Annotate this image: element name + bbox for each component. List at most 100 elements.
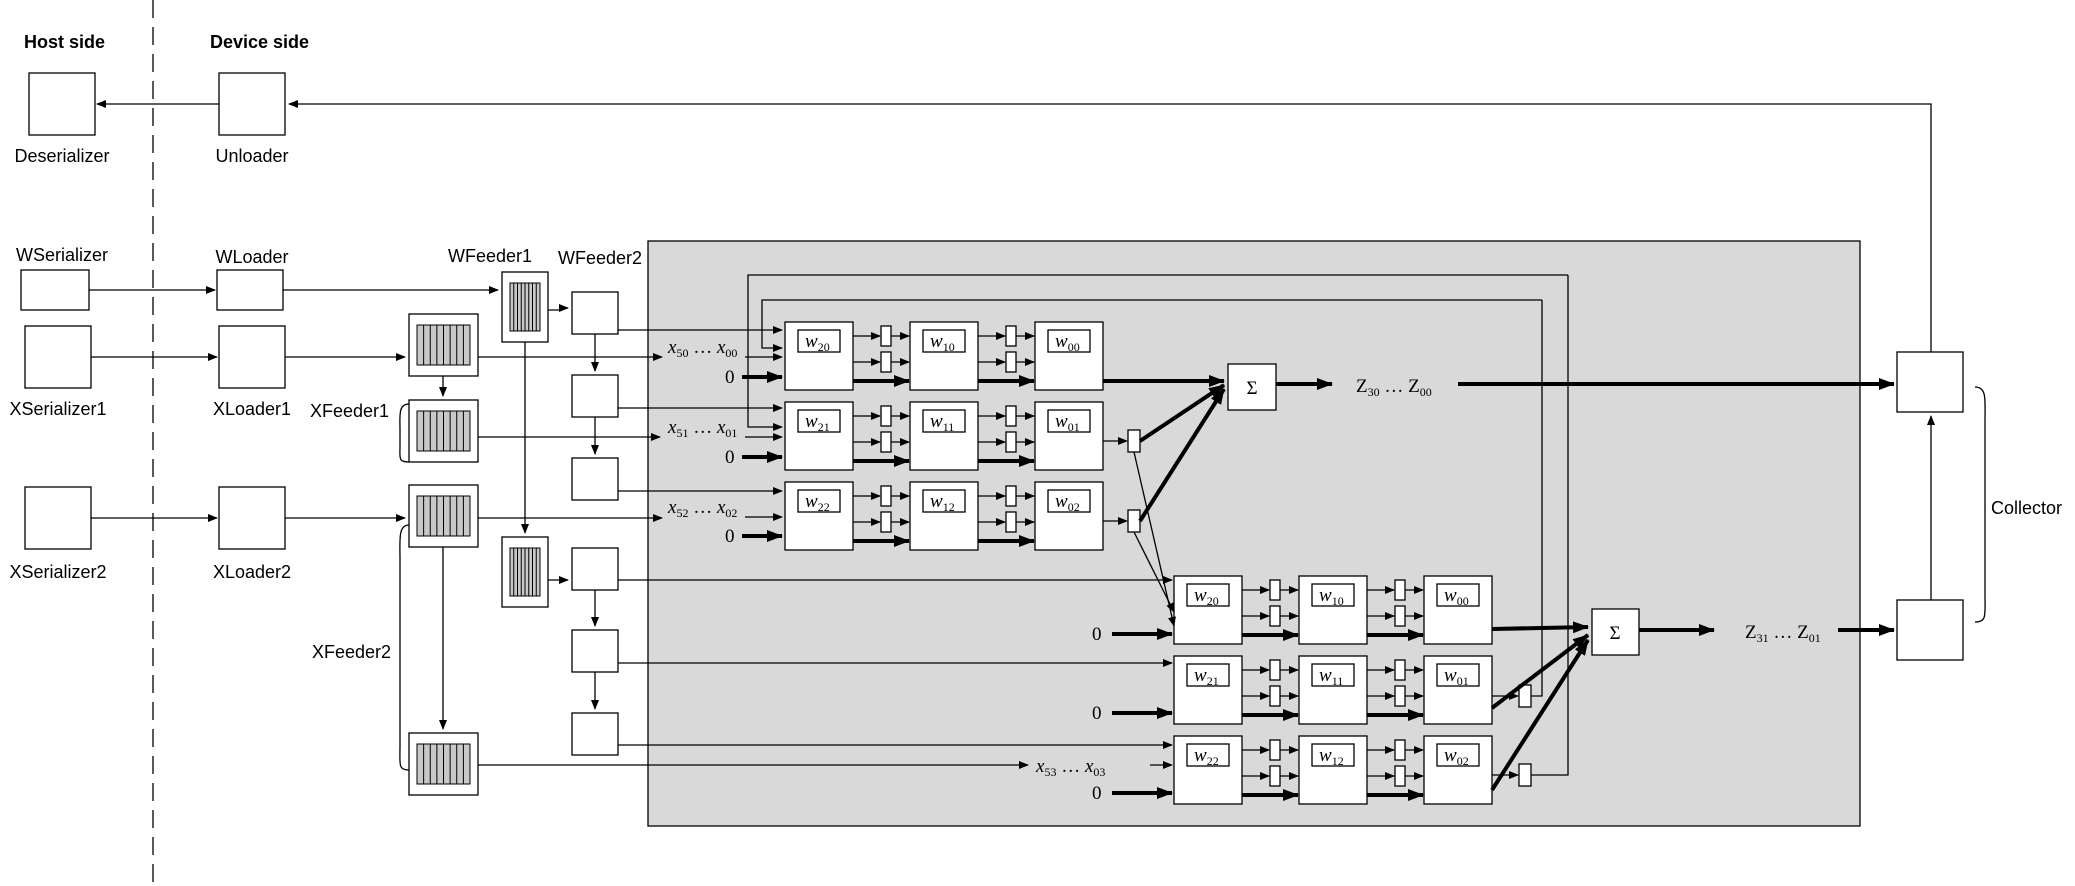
array1-pipeline-register xyxy=(880,405,892,427)
collector-top-box xyxy=(1896,351,1964,413)
array1-sum-symbol: Σ xyxy=(1246,378,1257,399)
array2-pipeline-register xyxy=(1394,685,1406,707)
array1-weight-register xyxy=(1047,409,1091,433)
array2-zero-input: 0 xyxy=(1092,624,1102,645)
array2-weight-register xyxy=(1186,583,1230,607)
array1-input-label: x51 … x01 xyxy=(667,417,737,440)
wserializer-label: WSerializer xyxy=(16,245,108,265)
wloader-label: WLoader xyxy=(215,247,288,267)
array1-pipeline-register xyxy=(1005,511,1017,533)
array2-weight-register xyxy=(1186,663,1230,687)
array2-zero-input: 0 xyxy=(1092,703,1102,724)
array1-pipeline-register xyxy=(880,511,892,533)
xloader2-label: XLoader2 xyxy=(213,562,291,582)
array2-pipeline-register xyxy=(1394,605,1406,627)
array2-weight-register xyxy=(1436,663,1480,687)
unloader-label: Unloader xyxy=(215,146,288,166)
xfeeder2-bracket xyxy=(399,524,410,771)
unloader-box xyxy=(218,72,286,136)
array1-weight-register xyxy=(797,329,841,353)
array1-pipeline-register xyxy=(1005,405,1017,427)
array1-sum-box xyxy=(1227,363,1277,411)
array1-weight-register xyxy=(922,489,966,513)
array1-input-label: x50 … x00 xyxy=(667,337,737,360)
array1-pipeline-register xyxy=(1005,485,1017,507)
array1-weight-register xyxy=(1047,489,1091,513)
array2-weight-register xyxy=(1436,583,1480,607)
array1-weight-label: w22 xyxy=(805,491,830,514)
collector-label: Collector xyxy=(1991,498,2062,518)
array2-weight-label: w10 xyxy=(1319,585,1344,608)
xserializer2-box xyxy=(24,486,92,550)
array1-weight-label: w10 xyxy=(930,331,955,354)
array2-weight-label: w00 xyxy=(1444,585,1469,608)
wfeeder1-label: WFeeder1 xyxy=(448,246,532,266)
array2-sum-symbol: Σ xyxy=(1609,623,1620,644)
collector-bracket xyxy=(1974,386,1986,623)
array1-input-label: x52 … x02 xyxy=(667,497,737,520)
xloader1-label: XLoader1 xyxy=(213,399,291,419)
wserializer-box xyxy=(20,269,90,311)
xfeeder1-label: XFeeder1 xyxy=(310,401,389,421)
array2-pipeline-register xyxy=(1269,659,1281,681)
xfeeder2-label: XFeeder2 xyxy=(312,642,391,662)
deserializer-box xyxy=(28,72,96,136)
array1-pipeline-register xyxy=(880,325,892,347)
array2-output-register xyxy=(1518,763,1532,787)
array1-output-label: Z30 … Z00 xyxy=(1356,376,1432,399)
xserializer2-label: XSerializer2 xyxy=(9,562,106,582)
xserializer1-label: XSerializer1 xyxy=(9,399,106,419)
array1-pipeline-register xyxy=(1005,431,1017,453)
xfeeder1-top-fifo xyxy=(408,313,479,377)
array2-pipeline-register xyxy=(1269,739,1281,761)
array2-pipeline-register xyxy=(1269,605,1281,627)
wfeeder1-bottom-fifo xyxy=(501,536,549,608)
array2-weight-label: w20 xyxy=(1194,585,1219,608)
collector-bottom-box xyxy=(1896,599,1964,661)
array1-pipeline-register xyxy=(880,431,892,453)
xfeeder2-top-fifo xyxy=(408,484,479,548)
xloader2-box xyxy=(218,486,286,550)
array2-zero-input: 0 xyxy=(1092,783,1102,804)
array2-weight-register xyxy=(1311,583,1355,607)
wfeeder2-register xyxy=(571,712,619,756)
array1-weight-label: w02 xyxy=(1055,491,1080,514)
array2-input-label: x53 … x03 xyxy=(1035,756,1105,779)
xfeeder1-bracket xyxy=(399,403,410,463)
xfeeder2-bottom-fifo xyxy=(408,732,479,796)
array1-weight-label: w21 xyxy=(805,411,830,434)
array2-weight-register xyxy=(1311,663,1355,687)
wfeeder2-label: WFeeder2 xyxy=(558,248,642,268)
array2-weight-label: w01 xyxy=(1444,665,1469,688)
array2-weight-register xyxy=(1186,743,1230,767)
wloader-box xyxy=(216,269,284,311)
wfeeder2-register xyxy=(571,547,619,591)
array2-pipeline-register xyxy=(1269,685,1281,707)
xfeeder1-bottom-fifo xyxy=(408,399,479,463)
array2-weight-register xyxy=(1436,743,1480,767)
array1-weight-label: w11 xyxy=(930,411,954,434)
wfeeder2-register xyxy=(571,629,619,673)
xserializer1-box xyxy=(24,325,92,389)
array1-pipeline-register xyxy=(1005,351,1017,373)
device-side-heading: Device side xyxy=(210,32,309,52)
array2-weight-label: w11 xyxy=(1319,665,1343,688)
wfeeder2-register xyxy=(571,291,619,335)
wfeeder2-register xyxy=(571,457,619,501)
array2-pipeline-register xyxy=(1394,579,1406,601)
array1-weight-register xyxy=(797,409,841,433)
array1-zero-input: 0 xyxy=(725,447,735,468)
array2-weight-label: w22 xyxy=(1194,745,1219,768)
host-side-heading: Host side xyxy=(24,32,105,52)
array2-weight-register xyxy=(1311,743,1355,767)
deserializer-label: Deserializer xyxy=(14,146,109,166)
array2-pipeline-register xyxy=(1269,579,1281,601)
array2-pipeline-register xyxy=(1394,765,1406,787)
array2-output-label: Z31 … Z01 xyxy=(1745,622,1821,645)
array2-weight-label: w12 xyxy=(1319,745,1344,768)
array2-weight-label: w21 xyxy=(1194,665,1219,688)
array1-zero-input: 0 xyxy=(725,367,735,388)
array1-output-register xyxy=(1127,509,1141,533)
